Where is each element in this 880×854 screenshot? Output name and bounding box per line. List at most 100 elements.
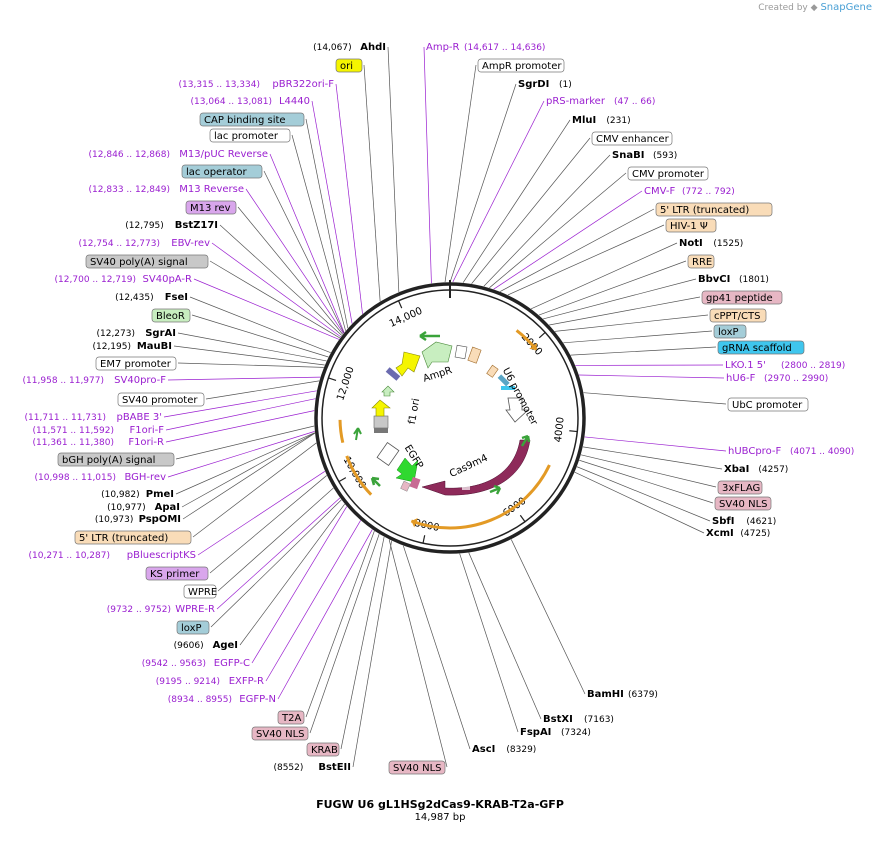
loxp-feature-l34-leader — [210, 499, 342, 628]
orientation-arrow-2 — [489, 484, 502, 495]
bgh-poly-a-signal-feature-l24-leader — [175, 425, 315, 460]
tick-14000 — [397, 300, 403, 309]
em7-promoter-feature-l18-label: EM7 promoter — [100, 359, 172, 370]
m13-reverse-primer-l8-pos: (12,833 .. 12,849) — [89, 185, 170, 195]
ori-arrow — [395, 351, 421, 377]
bamhi-enzyme-r27-leader — [510, 539, 586, 695]
sv40-promoter-feature-l20-label: SV40 promoter — [122, 395, 198, 406]
loxp-feature-r16-leader — [563, 330, 713, 344]
amp-r-primer-r0-leader — [423, 46, 432, 284]
cas9m4-arrow — [421, 439, 531, 496]
sv40pa-r-primer-l13-label: SV40pA-R — [143, 274, 192, 285]
egfp-n-primer-l38-pos: (8934 .. 8955) — [168, 695, 232, 705]
bgh-poly-a-signal-feature-l24-box — [57, 452, 175, 467]
f1-ori-dark — [374, 428, 388, 433]
fsei-enzyme-l14-leader — [189, 296, 331, 354]
pspomi-enzyme-l28-pos: (10,973) — [95, 515, 134, 525]
snabi-enzyme-r6-pos: (593) — [653, 151, 677, 161]
loxp-inner-block — [501, 386, 515, 390]
mlui-enzyme-r4-leader — [462, 119, 571, 283]
bamhi-enzyme-r27-label: BamHI — [587, 689, 624, 700]
ubc-promoter-feature-r20-box — [727, 397, 809, 412]
m13-rev-feature-l9-box — [185, 200, 237, 215]
grna-scaffold-feature-r17-leader — [570, 346, 717, 356]
tick-6000 — [519, 514, 526, 523]
m13-puc-reverse-primer-l6-label: M13/pUC Reverse — [179, 149, 268, 160]
5-ltr-truncated-feature-l29-label: 5' LTR (truncated) — [79, 533, 168, 544]
f1ori-f-primer-l22-leader — [165, 398, 316, 431]
bbvci-enzyme-r13-label: BbvCI — [698, 274, 730, 285]
krab-feature-l41-leader — [340, 536, 385, 750]
mlui-enzyme-r4-pos: (231) — [606, 116, 630, 126]
ltr-block — [467, 346, 482, 364]
sgrdi-enzyme-r2-leader — [449, 83, 517, 283]
f1ori-r-primer-l23-pos: (11,361 .. 11,380) — [33, 438, 114, 448]
t2a-feature-l39-label: T2A — [281, 713, 301, 724]
snapgene-logo-icon: ◆ — [810, 3, 818, 13]
loxp-feature-r16-label: loxP — [718, 327, 739, 338]
ubc-promoter-feature-r20-label: UbC promoter — [732, 400, 803, 411]
u6-promoter-label: U6 promoter — [500, 366, 540, 428]
backbone-inner-ring — [321, 289, 579, 547]
bstz17i-enzyme-l10-pos: (12,795) — [125, 221, 164, 231]
5-ltr-truncated-feature-r9-leader — [499, 208, 655, 292]
5-ltr-truncated-feature-l29-box — [74, 530, 192, 545]
sv40-nls-feature-l40-label: SV40 NLS — [256, 729, 305, 740]
apai-enzyme-l27-label: ApaI — [155, 502, 180, 513]
maubi-enzyme-l17-label: MauBI — [137, 341, 172, 352]
snabi-enzyme-r6-label: SnaBI — [612, 150, 644, 161]
rre-feature-r12-box — [687, 254, 715, 269]
xcmi-enzyme-r26-leader — [574, 471, 705, 534]
f1ori-r-primer-l23-label: F1ori-R — [128, 437, 164, 448]
amp-r-primer-r0-label: Amp-R — [426, 42, 460, 53]
m13-reverse-primer-l8-leader — [245, 188, 344, 334]
amp-r-primer-r0-pos: (14,617 .. 14,636) — [464, 43, 545, 53]
sv40-poly-a-signal-feature-l12-label: SV40 poly(A) signal — [90, 257, 188, 268]
ubc-promoter-feature-r20-leader — [583, 392, 727, 405]
fspai-enzyme-r29-label: FspAI — [520, 727, 551, 738]
5-ltr-truncated-feature-l29-leader — [192, 442, 317, 538]
snapgene-credit: Created by ◆ SnapGene — [758, 2, 872, 13]
m13-reverse-primer-l8-label: M13 Reverse — [179, 184, 244, 195]
wpre-r-primer-l33-leader — [216, 497, 341, 610]
wpre-feature-l32-leader — [217, 487, 334, 592]
em7-block — [385, 367, 401, 381]
hubcpro-f-primer-r21-pos: (4071 .. 4090) — [790, 447, 854, 457]
sv40-poly-a-signal-feature-l12-leader — [209, 260, 341, 339]
lac-promoter-feature-l5-box — [209, 128, 291, 143]
cmv-promoter-feature-r7-label: CMV promoter — [632, 169, 705, 180]
loxp-feature-r16-box — [713, 324, 747, 339]
m13-puc-reverse-primer-l6-leader — [269, 153, 345, 333]
sv40-nls-feature-l43-label: SV40 NLS — [393, 763, 442, 774]
plasmid-name: FUGW U6 gL1HSg2dCas9-KRAB-T2a-GFP — [316, 798, 564, 811]
cmv-promoter-feature-r7-leader — [489, 172, 627, 289]
pbluescriptks-primer-l30-label: pBluescriptKS — [127, 550, 196, 561]
5-ltr-truncated-feature-r9-label: 5' LTR (truncated) — [660, 205, 749, 216]
orientation-arrow-1 — [419, 330, 440, 342]
sv40-nls-feature-r24-box — [714, 496, 772, 511]
sv40-promoter-feature-l20-box — [117, 392, 205, 407]
ampr-promoter-feature-r1-box — [477, 58, 565, 73]
tick-8000 — [422, 535, 426, 544]
gp41-peptide-feature-r14-box — [701, 290, 783, 305]
gp41-peptide-feature-r14-leader — [549, 296, 701, 326]
backbone-outer-ring — [314, 282, 586, 554]
feature-labels: Amp-R(14,617 .. 14,636)AmpR promoterSgrD… — [23, 42, 854, 775]
egfp-c-primer-l36-pos: (9542 .. 9563) — [142, 659, 206, 669]
sv40-nls-feature-r24-leader — [579, 459, 714, 504]
sv40-nls-feature-l40-box — [251, 726, 309, 741]
agei-enzyme-l35-leader — [239, 503, 345, 646]
ahdi-enzyme-l0-pos: (14,067) — [313, 43, 352, 53]
pmei-enzyme-l26-label: PmeI — [146, 489, 174, 500]
pbabe-3-primer-l21-leader — [163, 390, 317, 418]
hiv-1-feature-r10-box — [665, 218, 717, 233]
cas9m4-hatch-2 — [506, 434, 516, 440]
pbr322ori-f-primer-l2-leader — [335, 83, 363, 314]
sbfi-enzyme-r25-label: SbfI — [712, 516, 734, 527]
sgrai-enzyme-l16-leader — [177, 332, 327, 362]
exfp-r-primer-l37-pos: (9195 .. 9214) — [156, 677, 220, 687]
noti-enzyme-r11-label: NotI — [679, 238, 703, 249]
loxp-feature-l34-box — [176, 620, 210, 635]
ampr-promoter-feature-r1-leader — [444, 64, 477, 283]
ampr-arrow — [421, 341, 453, 369]
